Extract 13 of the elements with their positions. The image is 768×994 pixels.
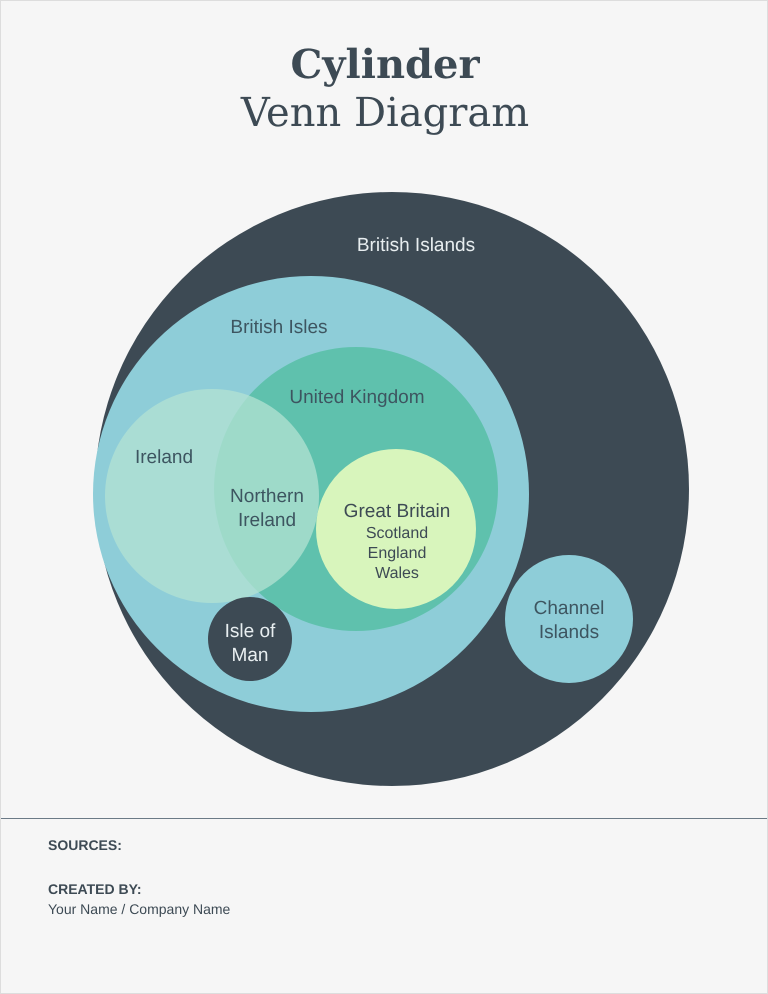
overlap-label: Northern Ireland <box>229 485 305 532</box>
set-label: Channel Islands <box>532 597 606 644</box>
author-text: Your Name / Company Name <box>48 901 232 918</box>
section-heading: SOURCES: <box>48 837 123 854</box>
set-label: British Isles <box>229 316 329 340</box>
set-label: British Islands <box>356 234 476 258</box>
title: Cylinder Venn Diagram <box>240 41 530 137</box>
set-members: Scotland England Wales <box>364 524 430 584</box>
set-label: United Kingdom <box>288 386 426 410</box>
section-heading: CREATED BY: <box>48 881 143 898</box>
set-label: Great Britain <box>342 500 452 524</box>
set-label: Isle of Man <box>224 620 276 668</box>
set-label: Ireland <box>134 446 194 470</box>
